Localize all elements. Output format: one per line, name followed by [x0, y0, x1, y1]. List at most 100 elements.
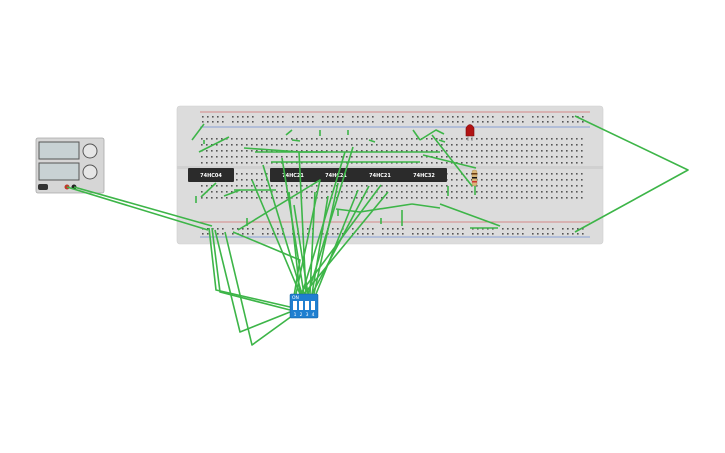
- breadboard-hole[interactable]: [507, 116, 509, 118]
- breadboard-hole[interactable]: [387, 116, 389, 118]
- breadboard-hole[interactable]: [562, 228, 564, 230]
- breadboard-hole[interactable]: [531, 156, 533, 158]
- breadboard-hole[interactable]: [486, 179, 488, 181]
- dip-toggle-4[interactable]: [311, 301, 315, 310]
- dip-switch[interactable]: ON 1 2 3 4: [289, 293, 319, 319]
- breadboard-hole[interactable]: [401, 144, 403, 146]
- breadboard-hole[interactable]: [256, 138, 258, 140]
- breadboard-hole[interactable]: [546, 138, 548, 140]
- breadboard-hole[interactable]: [516, 197, 518, 199]
- breadboard-hole[interactable]: [266, 150, 268, 152]
- breadboard-hole[interactable]: [531, 162, 533, 164]
- breadboard-hole[interactable]: [312, 116, 314, 118]
- breadboard-hole[interactable]: [542, 233, 544, 235]
- breadboard-hole[interactable]: [481, 173, 483, 175]
- breadboard-hole[interactable]: [452, 228, 454, 230]
- breadboard-hole[interactable]: [356, 144, 358, 146]
- breadboard-hole[interactable]: [282, 116, 284, 118]
- breadboard-hole[interactable]: [536, 179, 538, 181]
- breadboard-hole[interactable]: [521, 179, 523, 181]
- wire[interactable]: [66, 186, 209, 231]
- breadboard-hole[interactable]: [336, 156, 338, 158]
- breadboard-hole[interactable]: [561, 191, 563, 193]
- breadboard-hole[interactable]: [441, 156, 443, 158]
- breadboard-hole[interactable]: [456, 179, 458, 181]
- breadboard-hole[interactable]: [562, 121, 564, 123]
- breadboard-hole[interactable]: [406, 191, 408, 193]
- breadboard-hole[interactable]: [301, 156, 303, 158]
- breadboard-hole[interactable]: [267, 228, 269, 230]
- breadboard-hole[interactable]: [311, 197, 313, 199]
- breadboard-hole[interactable]: [332, 121, 334, 123]
- breadboard-hole[interactable]: [392, 233, 394, 235]
- breadboard-hole[interactable]: [307, 228, 309, 230]
- breadboard-hole[interactable]: [321, 138, 323, 140]
- wire[interactable]: [251, 179, 301, 295]
- breadboard-hole[interactable]: [581, 191, 583, 193]
- breadboard-hole[interactable]: [211, 162, 213, 164]
- breadboard-hole[interactable]: [496, 197, 498, 199]
- breadboard-hole[interactable]: [566, 162, 568, 164]
- breadboard-hole[interactable]: [551, 138, 553, 140]
- breadboard-hole[interactable]: [576, 162, 578, 164]
- breadboard-hole[interactable]: [211, 191, 213, 193]
- breadboard-hole[interactable]: [577, 121, 579, 123]
- breadboard-hole[interactable]: [581, 179, 583, 181]
- breadboard-hole[interactable]: [256, 162, 258, 164]
- breadboard-hole[interactable]: [536, 185, 538, 187]
- breadboard-hole[interactable]: [216, 144, 218, 146]
- breadboard-hole[interactable]: [246, 138, 248, 140]
- breadboard-hole[interactable]: [411, 191, 413, 193]
- breadboard-hole[interactable]: [482, 116, 484, 118]
- breadboard-hole[interactable]: [531, 144, 533, 146]
- breadboard-hole[interactable]: [447, 228, 449, 230]
- breadboard-hole[interactable]: [532, 116, 534, 118]
- breadboard-hole[interactable]: [416, 150, 418, 152]
- breadboard-hole[interactable]: [532, 121, 534, 123]
- breadboard-hole[interactable]: [401, 191, 403, 193]
- breadboard-hole[interactable]: [536, 191, 538, 193]
- breadboard-hole[interactable]: [466, 150, 468, 152]
- breadboard-hole[interactable]: [231, 197, 233, 199]
- breadboard-hole[interactable]: [501, 162, 503, 164]
- breadboard-hole[interactable]: [571, 144, 573, 146]
- breadboard-hole[interactable]: [436, 162, 438, 164]
- breadboard-hole[interactable]: [247, 233, 249, 235]
- breadboard-hole[interactable]: [431, 197, 433, 199]
- breadboard-hole[interactable]: [547, 228, 549, 230]
- breadboard-hole[interactable]: [491, 191, 493, 193]
- breadboard-hole[interactable]: [397, 116, 399, 118]
- wire[interactable]: [422, 154, 477, 169]
- breadboard-hole[interactable]: [206, 138, 208, 140]
- breadboard-hole[interactable]: [326, 156, 328, 158]
- breadboard-hole[interactable]: [582, 116, 584, 118]
- breadboard-hole[interactable]: [416, 191, 418, 193]
- breadboard-hole[interactable]: [366, 150, 368, 152]
- breadboard-hole[interactable]: [461, 191, 463, 193]
- breadboard-hole[interactable]: [356, 156, 358, 158]
- breadboard-hole[interactable]: [426, 191, 428, 193]
- breadboard-hole[interactable]: [266, 197, 268, 199]
- breadboard-hole[interactable]: [327, 116, 329, 118]
- breadboard-hole[interactable]: [427, 121, 429, 123]
- breadboard-hole[interactable]: [416, 185, 418, 187]
- breadboard-hole[interactable]: [576, 197, 578, 199]
- wire[interactable]: [309, 191, 316, 295]
- breadboard-hole[interactable]: [217, 116, 219, 118]
- breadboard-hole[interactable]: [556, 156, 558, 158]
- breadboard-hole[interactable]: [457, 116, 459, 118]
- breadboard-hole[interactable]: [381, 156, 383, 158]
- breadboard-hole[interactable]: [541, 138, 543, 140]
- breadboard-hole[interactable]: [576, 185, 578, 187]
- breadboard-hole[interactable]: [456, 185, 458, 187]
- breadboard-hole[interactable]: [207, 233, 209, 235]
- breadboard-hole[interactable]: [526, 150, 528, 152]
- breadboard-hole[interactable]: [271, 156, 273, 158]
- breadboard-hole[interactable]: [362, 228, 364, 230]
- breadboard-hole[interactable]: [367, 228, 369, 230]
- breadboard-hole[interactable]: [306, 197, 308, 199]
- breadboard-hole[interactable]: [546, 173, 548, 175]
- breadboard-hole[interactable]: [426, 138, 428, 140]
- breadboard-hole[interactable]: [461, 150, 463, 152]
- dip-toggle-2[interactable]: [299, 301, 303, 310]
